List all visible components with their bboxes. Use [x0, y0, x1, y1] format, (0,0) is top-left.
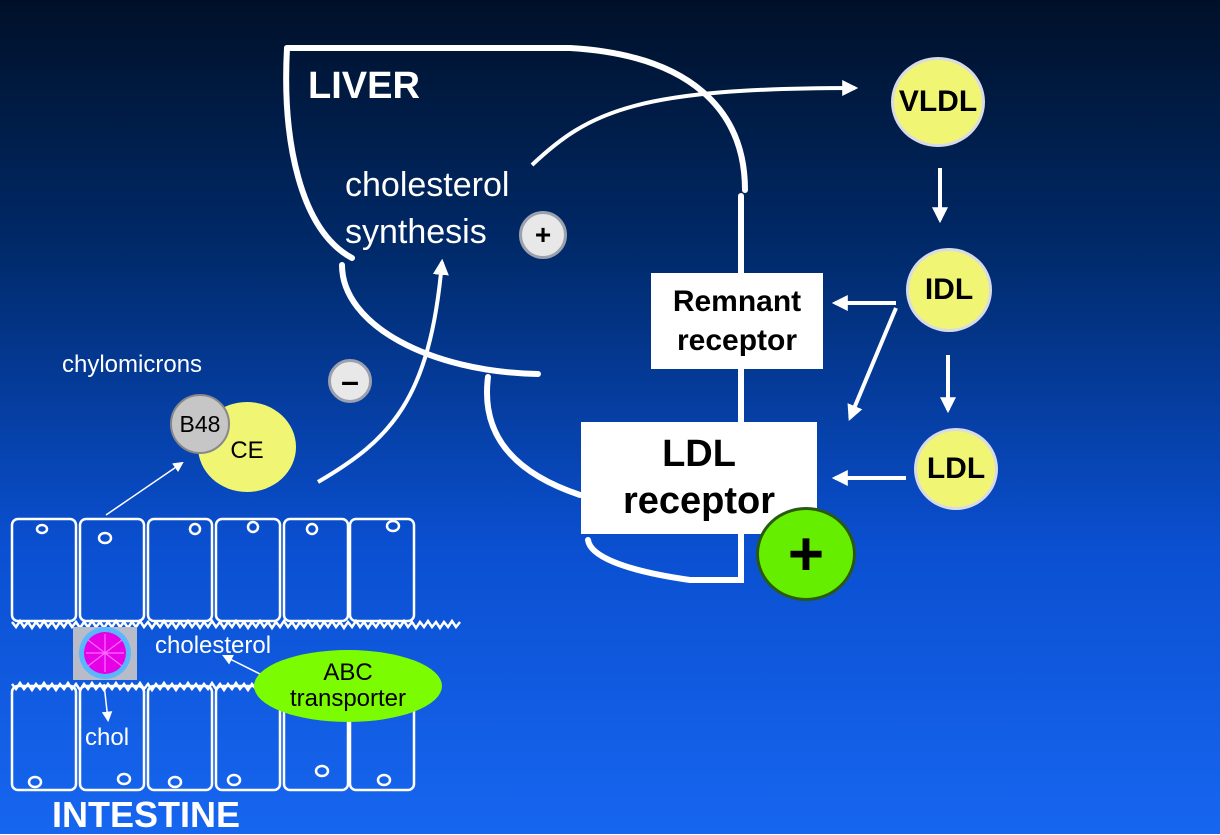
abc-transporter-label-line2: transporter: [289, 685, 407, 712]
ldl-receptor-label-line2: receptor: [622, 480, 776, 522]
intestine-cells-top: [10, 517, 416, 623]
chylomicrons-label: chylomicrons: [62, 351, 203, 378]
chol-label: chol: [85, 724, 130, 751]
idl-particle: IDL: [906, 248, 992, 332]
b48-apoprotein: B48: [170, 394, 230, 454]
cell-nuclei: [27, 519, 401, 789]
intestine-to-synthesis-arrow: [316, 258, 449, 484]
ldl-particle: LDL: [914, 428, 998, 510]
liver-label: LIVER: [308, 65, 420, 107]
cholesterol-label: cholesterol: [155, 632, 272, 659]
remnant-receptor-box: Remnant receptor: [651, 273, 823, 369]
liver-outline: [283, 45, 748, 583]
micelle: [73, 627, 137, 680]
synthesis-plus-sign: +: [519, 211, 567, 259]
abc-transporter-label-line1: ABC: [323, 658, 373, 686]
micelle-to-chol-arrow: [101, 683, 113, 723]
intestine-label: INTESTINE: [52, 794, 241, 835]
enterocyte-to-chylomicron-arrow: [105, 461, 184, 516]
remnant-receptor-label-line1: Remnant: [672, 285, 802, 318]
vldl-particle: VLDL: [891, 57, 985, 147]
ldl-receptor-label-line1: LDL: [662, 432, 736, 475]
synthesis-to-vldl-arrow: [530, 80, 859, 167]
abc-transporter: ABC transporter: [254, 650, 442, 722]
cholesterol-synthesis-label-line1: cholesterol: [345, 166, 510, 204]
ldl-receptor-plus-sign: +: [756, 507, 856, 601]
inhibition-minus-sign: –: [328, 359, 372, 403]
idl-to-ldl-receptor-arrow: [847, 307, 898, 421]
brush-border-top: [11, 618, 461, 631]
cholesterol-synthesis-label-line2: synthesis: [345, 213, 487, 251]
remnant-receptor-label-line2: receptor: [676, 324, 798, 357]
